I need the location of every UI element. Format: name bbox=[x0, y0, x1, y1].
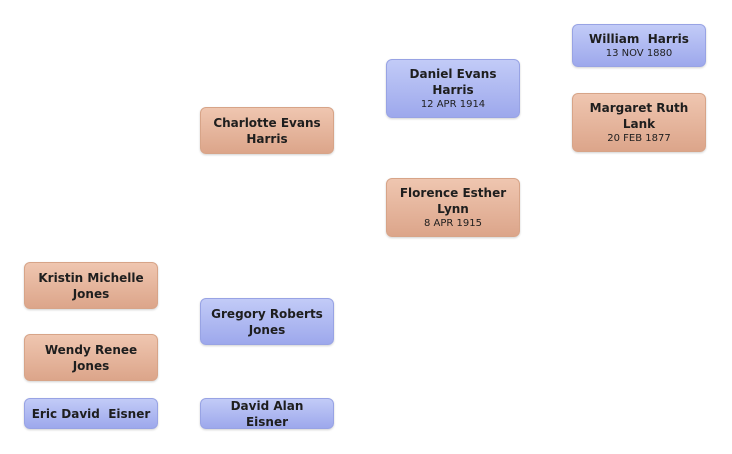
person-name: Eric David Eisner bbox=[31, 406, 151, 421]
person-card-charlotte-evans-harris[interactable]: Charlotte Evans Harris bbox=[200, 107, 334, 154]
person-card-wendy-renee-jones[interactable]: Wendy Renee Jones bbox=[24, 334, 158, 381]
person-name: Wendy Renee Jones bbox=[44, 342, 138, 373]
person-name: Gregory Roberts Jones bbox=[211, 306, 323, 337]
person-name: Kristin Michelle Jones bbox=[38, 270, 144, 301]
person-birth-date: 20 FEB 1877 bbox=[607, 133, 671, 144]
person-birth-date: 8 APR 1915 bbox=[424, 218, 482, 229]
person-card-eric-david-eisner[interactable]: Eric David Eisner bbox=[24, 398, 158, 429]
person-name: Daniel Evans Harris bbox=[409, 67, 497, 97]
person-birth-date: 12 APR 1914 bbox=[420, 99, 486, 110]
person-name: David Alan Eisner bbox=[230, 398, 312, 429]
person-name: Margaret Ruth Lank bbox=[589, 101, 689, 131]
person-card-david-alan-eisner[interactable]: David Alan Eisner bbox=[200, 398, 334, 429]
person-card-florence-esther-lynn[interactable]: Florence Esther Lynn 8 APR 1915 bbox=[386, 178, 520, 237]
person-name: Florence Esther Lynn bbox=[399, 186, 507, 216]
person-name: William Harris bbox=[589, 32, 689, 46]
person-name: Charlotte Evans Harris bbox=[213, 115, 321, 146]
person-card-gregory-roberts-jones[interactable]: Gregory Roberts Jones bbox=[200, 298, 334, 345]
person-card-kristin-michelle-jones[interactable]: Kristin Michelle Jones bbox=[24, 262, 158, 309]
person-card-daniel-evans-harris[interactable]: Daniel Evans Harris 12 APR 1914 bbox=[386, 59, 520, 118]
person-card-margaret-ruth-lank[interactable]: Margaret Ruth Lank 20 FEB 1877 bbox=[572, 93, 706, 152]
person-card-william-harris[interactable]: William Harris 13 NOV 1880 bbox=[572, 24, 706, 67]
person-birth-date: 13 NOV 1880 bbox=[605, 48, 673, 59]
